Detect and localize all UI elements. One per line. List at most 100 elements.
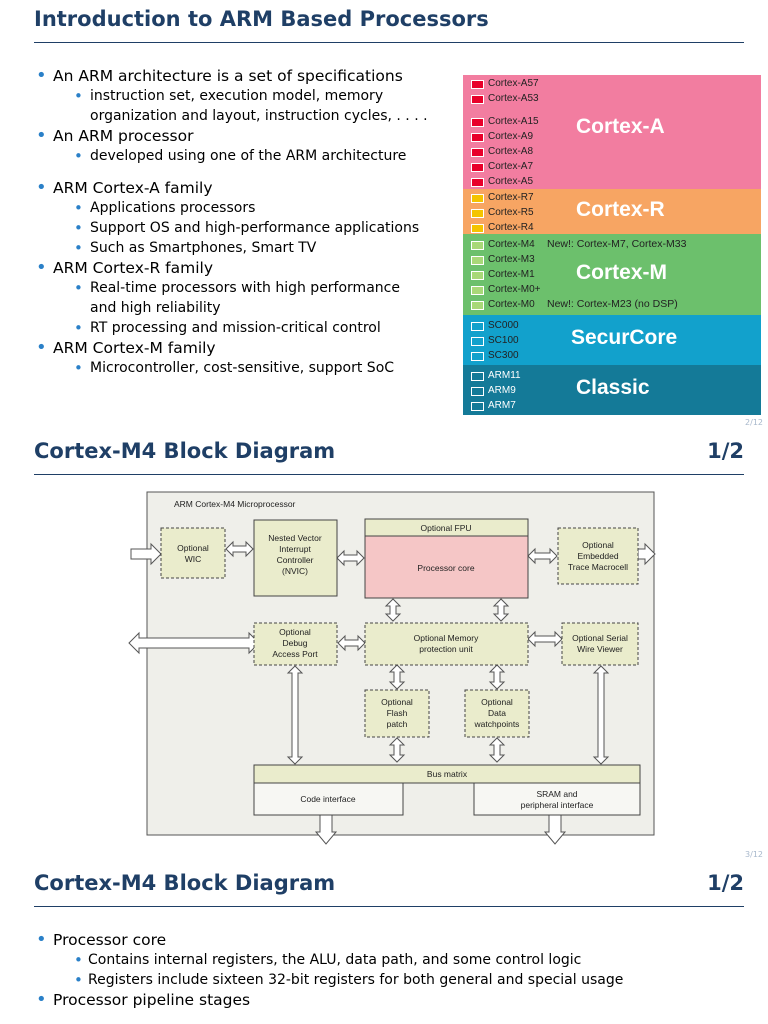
block-flash [364, 689, 430, 738]
list-gap [34, 166, 454, 178]
block-wic [160, 527, 226, 579]
fpu-label: Optional FPU [420, 523, 471, 533]
family-name: Cortex-A [576, 115, 665, 138]
title-rule [34, 906, 744, 907]
bullet-item: ARM Cortex-R family [34, 258, 454, 278]
core-chip-icon [471, 301, 484, 310]
core-chip-icon [471, 163, 484, 172]
core-chip-icon [471, 80, 484, 89]
core-label: Processor core [417, 563, 474, 573]
core-chip-icon [471, 336, 484, 346]
core-chip-icon [471, 321, 484, 331]
core-chip-icon [471, 256, 484, 265]
core-chip-icon [471, 241, 484, 250]
debug-label-3: Access Port [272, 649, 318, 659]
bullet-item: An ARM architecture is a set of specific… [34, 66, 454, 86]
arrow-sram-out [543, 813, 567, 845]
etm-label-2: Embedded [577, 551, 618, 561]
slide-intro: Introduction to ARM Based Processors An … [0, 0, 768, 432]
core-chip-icon [471, 224, 484, 233]
slide-title: Cortex-M4 Block Diagram [34, 439, 336, 463]
core-label: Cortex-A57 [488, 78, 539, 89]
sub-bullet-item: Real-time processors with high performan… [34, 278, 454, 298]
slide-title: Introduction to ARM Based Processors [34, 7, 489, 31]
core-chip-icon [471, 351, 484, 361]
sub-bullet-item: Microcontroller, cost-sensitive, support… [34, 358, 454, 378]
nvic-label-1: Nested Vector [268, 533, 322, 543]
core-chip-icon [471, 194, 484, 203]
core-label: ARM11 [488, 369, 521, 381]
swv-label-2: Wire Viewer [577, 644, 623, 654]
core-chip-icon [471, 133, 484, 142]
bullet-item: ARM Cortex-A family [34, 178, 454, 198]
bullet-list: Processor core Contains internal registe… [34, 930, 754, 1010]
core-label: Cortex-M0+ [488, 284, 541, 295]
slide-title-part: 1/2 [707, 871, 744, 895]
core-label: Cortex-M0 [488, 299, 535, 310]
core-chip-icon [471, 271, 484, 280]
sub-bullet-item: Support OS and high-performance applicat… [34, 218, 454, 238]
flash-label-2: Flash [387, 708, 408, 718]
mpu-label-1: Optional Memory [414, 633, 479, 643]
page-number: 3/12 [745, 850, 763, 859]
sub-bullet-continuation: organization and layout, instruction cyc… [90, 108, 428, 124]
block-code [253, 782, 404, 816]
block-debug [253, 622, 338, 666]
core-chip-icon [471, 371, 484, 381]
family-name: Classic [576, 376, 650, 399]
bullet-item: ARM Cortex-M family [34, 338, 454, 358]
block-etm [557, 527, 639, 585]
family-name: Cortex-M [576, 260, 668, 284]
sub-bullet-item: instruction set, execution model, memory [34, 86, 454, 106]
slide-block-diagram-text: Cortex-M4 Block Diagram 1/2 Processor co… [0, 864, 768, 1024]
core-chip-icon [471, 148, 484, 157]
slide-title: Cortex-M4 Block Diagram [34, 871, 336, 895]
core-label: SC100 [488, 334, 519, 346]
etm-label-3: Trace Macrocell [568, 562, 628, 572]
sram-label-2: peripheral interface [521, 800, 594, 810]
core-label: Cortex-A53 [488, 93, 539, 104]
bullet-item: An ARM processor [34, 126, 454, 146]
block-nvic [253, 519, 338, 597]
core-label: Cortex-A5 [488, 176, 534, 187]
wic-label-2: WIC [185, 554, 202, 564]
title-rule [34, 42, 744, 43]
family-name: SecurCore [571, 326, 678, 349]
bullet-item: Processor pipeline stages [34, 990, 754, 1010]
core-chip-icon [471, 386, 484, 396]
nvic-label-3: Controller [277, 555, 314, 565]
sub-bullet-item: developed using one of the ARM architect… [34, 146, 454, 166]
sram-label-1: SRAM and [536, 789, 577, 799]
sub-bullet-item: Registers include sixteen 32-bit registe… [34, 970, 754, 990]
sub-bullet-continuation: and high reliability [90, 300, 221, 316]
watch-label-3: watchpoints [474, 719, 520, 729]
family-note: New!: Cortex-M7, Cortex-M33 [547, 238, 687, 250]
family-note: New!: Cortex-M23 (no DSP) [547, 298, 678, 310]
block-bus [253, 764, 641, 784]
code-label: Code interface [300, 794, 356, 804]
core-label: Cortex-M1 [488, 269, 535, 280]
core-chip-icon [471, 401, 484, 411]
core-label: SC000 [488, 319, 519, 331]
core-chip-icon [471, 118, 484, 127]
watch-label-1: Optional [481, 697, 513, 707]
core-chip-icon [471, 209, 484, 218]
debug-label-1: Optional [279, 627, 311, 637]
block-mpu [364, 622, 529, 666]
core-label: Cortex-R5 [488, 207, 534, 218]
sub-bullet-item: Applications processors [34, 198, 454, 218]
core-label: Cortex-A9 [488, 131, 534, 142]
family-name: Cortex-R [576, 197, 665, 221]
bus-label: Bus matrix [427, 769, 468, 779]
title-rule [34, 474, 744, 475]
internal-arrows [225, 540, 610, 765]
nvic-label-2: Interrupt [279, 544, 311, 554]
core-label: SC300 [488, 349, 519, 361]
arrow-code-out [314, 813, 338, 845]
block-swv [561, 622, 639, 666]
sub-bullet-item: RT processing and mission-critical contr… [34, 318, 454, 338]
